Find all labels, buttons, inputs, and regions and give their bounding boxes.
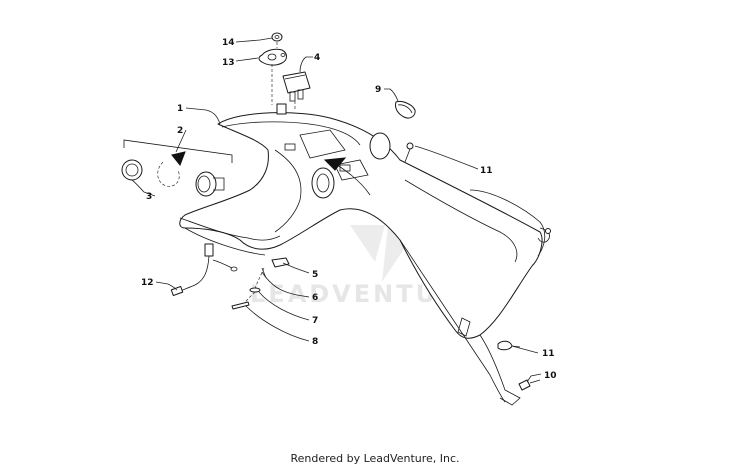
part-11-fastener-upper (404, 142, 551, 234)
callout-5: 5 (312, 270, 318, 280)
leader-lines (131, 37, 542, 383)
part-3-ring (121, 159, 143, 181)
part-9-lens (395, 101, 416, 119)
part-10-screw (518, 379, 541, 391)
render-caption: Rendered by LeadVenture, Inc. (290, 452, 460, 465)
callout-3: 3 (146, 192, 152, 202)
callout-7: 7 (312, 316, 318, 326)
callout-13: 13 (222, 58, 235, 68)
part-14-grommet (271, 32, 283, 42)
callout-4: 4 (314, 53, 320, 63)
parts-5-8-hardware (231, 257, 290, 310)
callout-2: 2 (177, 126, 183, 136)
callout-labels: 1 2 3 4 5 6 7 8 9 10 11 11 12 13 14 (141, 38, 557, 381)
callout-6: 6 (312, 293, 318, 303)
part-4-switch (282, 71, 311, 102)
callout-9: 9 (375, 85, 381, 95)
callout-11-upper: 11 (480, 166, 493, 176)
callout-8: 8 (312, 337, 318, 347)
callout-11-lower: 11 (542, 349, 555, 359)
part-11-fastener-lower (497, 340, 521, 351)
part-12-wire-harness (170, 243, 238, 297)
callout-1: 1 (177, 104, 183, 114)
headlight-housing (179, 112, 550, 406)
callout-10: 10 (544, 371, 557, 381)
callout-12: 12 (141, 278, 154, 288)
indicator-arrow (323, 157, 347, 171)
callout-14: 14 (222, 38, 235, 48)
part-13-mount (258, 48, 287, 66)
